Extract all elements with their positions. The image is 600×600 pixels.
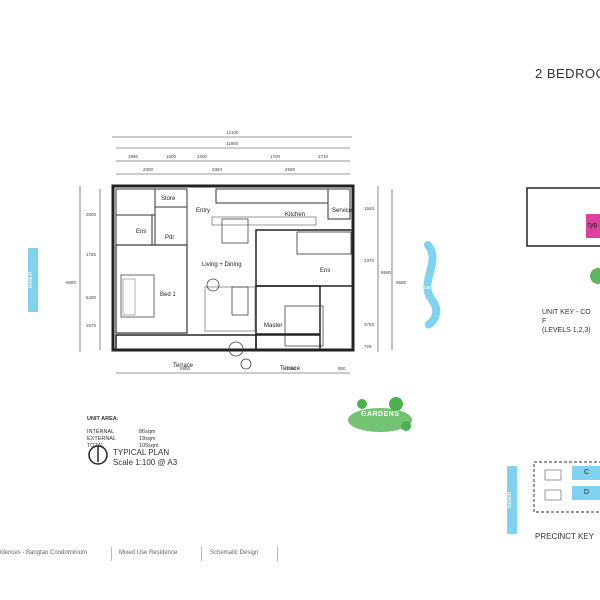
dimension-bottom: 3300 — [286, 366, 297, 371]
page-title: 2 BEDROO — [535, 66, 600, 81]
footer-project: idences - Bangtao Condominium — [0, 550, 88, 556]
unit-area-heading: UNIT AREA: — [87, 416, 119, 422]
unit-area-value: 86sqm — [139, 429, 156, 435]
dimension-right: 1563 — [364, 206, 375, 211]
dimension-top-inner: 11850 — [226, 141, 239, 146]
unit-key-line2: F — [542, 318, 547, 325]
room-label-ens-right: Ens — [320, 268, 331, 274]
room-label-terrace-left: Terrace — [173, 363, 194, 369]
canal-label: canal — [424, 285, 436, 291]
footer-divider — [201, 547, 202, 561]
typical-plan-scale: Scale 1:100 @ A3 — [113, 458, 178, 467]
unit-area-row: EXTERNAL 19sqm — [87, 436, 156, 442]
dimension-row1: 1700 — [270, 154, 281, 159]
unit-area-value: 19sqm — [139, 436, 156, 442]
footer-stage: Schematic Design — [210, 550, 259, 556]
unit-area-label: EXTERNAL — [87, 436, 117, 442]
unit-area-label: TOTAL — [87, 443, 105, 449]
typical-plan-caption: TYPICAL PLAN Scale 1:100 @ A3 — [113, 448, 177, 468]
unit-area-value: 105sqm — [139, 443, 159, 449]
unit-area-row: TOTAL 105sqm — [87, 443, 159, 449]
room-label-entry: Entry — [196, 208, 211, 214]
room-label-bed1: Bed 1 — [160, 292, 176, 298]
dimension-row1: 1960 — [128, 154, 139, 159]
unit-key-caption: UNIT KEY - CO F (LEVELS 1,2,3) — [542, 308, 591, 335]
footer-divider — [277, 547, 278, 561]
typical-plan-title: TYPICAL PLAN — [113, 448, 170, 457]
dimension-right-inner: 8680 — [381, 270, 392, 275]
dimension-row1: 2710 — [318, 154, 329, 159]
dimension-right: 720 — [364, 344, 372, 349]
unit-area-row: INTERNAL 86sqm — [87, 429, 156, 435]
room-label-terrace-right: Terrace — [280, 366, 301, 372]
dimension-bottom: 6850 — [180, 366, 191, 371]
precinct-key-title: PRECINCT KEY — [535, 532, 594, 541]
dimension-left: 5430 — [86, 295, 97, 300]
dimension-row2: 3300 — [143, 167, 154, 172]
dimension-right: 3753 — [364, 322, 375, 327]
room-label-kitchen: Kitchen — [285, 212, 306, 218]
dimension-right-total: 9580 — [396, 280, 407, 285]
dimension-top-total: 12100 — [226, 130, 239, 135]
dimension-right: 2370 — [364, 258, 375, 263]
beach-strip: beach — [28, 248, 38, 312]
room-label-store: Store — [161, 196, 176, 202]
room-label-master: Master — [264, 323, 283, 329]
unit-key-line1: UNIT KEY - CO — [542, 309, 591, 316]
dimension-bottom: 950 — [338, 366, 346, 371]
room-label-service: Service — [332, 208, 353, 214]
dimension-left: 1785 — [86, 252, 97, 257]
dimension-row1: 1500 — [197, 154, 208, 159]
footer-divider — [111, 547, 112, 561]
dimension-left-total: 9580 — [66, 280, 77, 285]
gardens-label: GARDENS — [361, 411, 400, 418]
unit-area-label: INTERNAL — [87, 429, 115, 435]
unit-key-line3: (LEVELS 1,2,3) — [542, 327, 591, 334]
footer-type: Mixed Use Residence — [119, 550, 178, 556]
room-label-ens-left: Ens — [136, 229, 147, 235]
precinct-beach-strip: beach — [507, 466, 517, 534]
dimension-left: 2575 — [86, 323, 97, 328]
precinct-label-c: C — [584, 469, 590, 476]
dimension-left: 2800 — [86, 212, 97, 217]
dimension-row1: 1500 — [166, 154, 177, 159]
dimension-row2: 2930 — [285, 167, 296, 172]
room-label-pdr: Pdr — [165, 235, 175, 241]
dimension-row2: 3384 — [212, 167, 223, 172]
unit-key-tag: typ — [588, 222, 598, 229]
precinct-label-d: D — [584, 489, 590, 496]
room-label-living: Living + Dining — [202, 262, 242, 268]
